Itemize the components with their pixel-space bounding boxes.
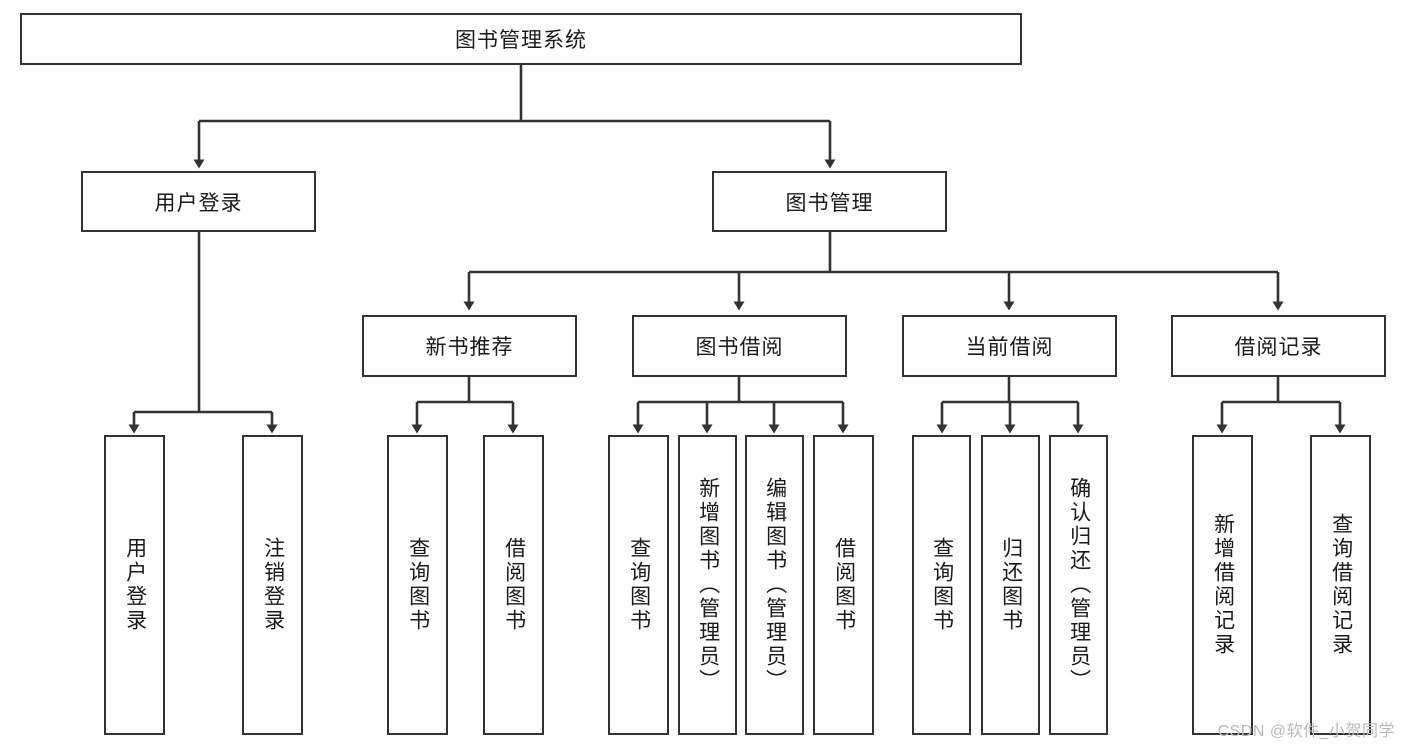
node-label: 借阅图书 xyxy=(832,537,856,633)
node-label: 用户登录 xyxy=(123,537,147,633)
node-label: 图书管理 xyxy=(785,191,874,215)
node-label: 新增借阅记录 xyxy=(1211,513,1235,657)
node-label: 确认归还（管理员） xyxy=(1067,477,1091,693)
leaf-book-borrow-query-book[interactable]: 查询图书 xyxy=(608,435,669,735)
leaf-user-login-logout[interactable]: 注销登录 xyxy=(242,435,303,735)
leaf-book-borrow-edit-book-admin[interactable]: 编辑图书（管理员） xyxy=(745,435,804,735)
leaf-new-book-query-book[interactable]: 查询图书 xyxy=(387,435,448,735)
leaf-book-borrow-add-book-admin[interactable]: 新增图书（管理员） xyxy=(678,435,737,735)
leaf-user-login-login[interactable]: 用户登录 xyxy=(104,435,165,735)
node-label: 新增图书（管理员） xyxy=(696,477,720,693)
node-label: 新书推荐 xyxy=(425,336,514,359)
node-label: 查询图书 xyxy=(930,537,954,633)
node-user-login[interactable]: 用户登录 xyxy=(81,171,316,232)
node-new-book-recommend[interactable]: 新书推荐 xyxy=(362,315,577,377)
leaf-current-borrow-query-book[interactable]: 查询图书 xyxy=(912,435,971,735)
node-label: 注销登录 xyxy=(261,537,285,633)
node-label: 借阅图书 xyxy=(502,537,526,633)
node-label: 归还图书 xyxy=(999,537,1023,633)
leaf-borrow-record-add-record[interactable]: 新增借阅记录 xyxy=(1192,435,1253,735)
node-label: 查询借阅记录 xyxy=(1329,513,1353,657)
node-label: 当前借阅 xyxy=(965,336,1054,359)
node-book-borrow[interactable]: 图书借阅 xyxy=(632,315,847,377)
leaf-new-book-borrow-book[interactable]: 借阅图书 xyxy=(483,435,544,735)
node-current-borrow[interactable]: 当前借阅 xyxy=(902,315,1117,377)
node-label: 借阅记录 xyxy=(1234,336,1323,359)
node-label: 图书管理系统 xyxy=(455,29,587,52)
node-label: 查询图书 xyxy=(627,537,651,633)
leaf-book-borrow-borrow-book[interactable]: 借阅图书 xyxy=(813,435,874,735)
leaf-current-borrow-confirm-return-admin[interactable]: 确认归还（管理员） xyxy=(1049,435,1108,735)
node-book-management[interactable]: 图书管理 xyxy=(712,171,947,232)
node-borrow-record[interactable]: 借阅记录 xyxy=(1171,315,1386,377)
leaf-borrow-record-query-record[interactable]: 查询借阅记录 xyxy=(1310,435,1371,735)
node-label: 图书借阅 xyxy=(695,336,784,359)
leaf-current-borrow-return-book[interactable]: 归还图书 xyxy=(981,435,1040,735)
node-label: 编辑图书（管理员） xyxy=(763,477,787,693)
watermark-text: CSDN @软件_小贺同学 xyxy=(1217,723,1395,740)
node-root-book-management-system[interactable]: 图书管理系统 xyxy=(20,13,1022,65)
node-label: 查询图书 xyxy=(406,537,430,633)
node-label: 用户登录 xyxy=(154,191,243,215)
